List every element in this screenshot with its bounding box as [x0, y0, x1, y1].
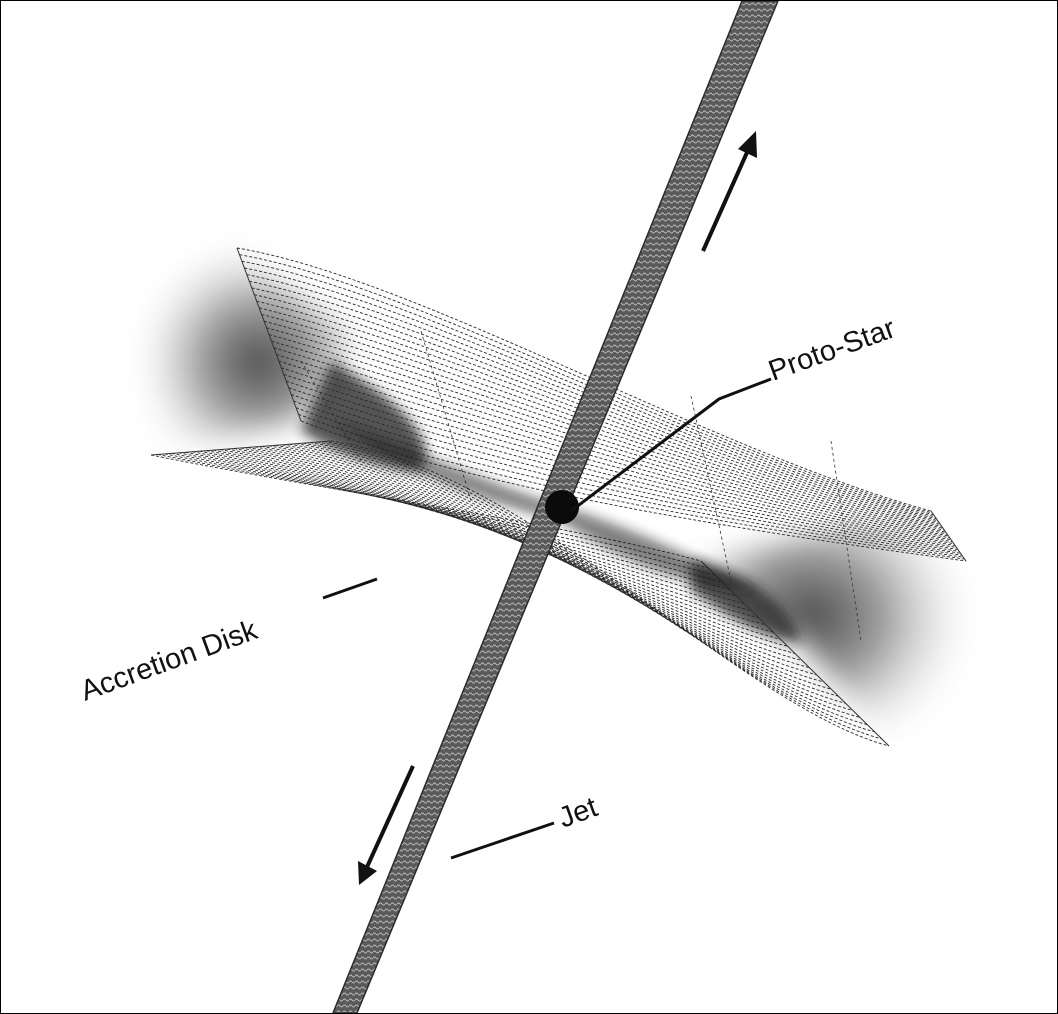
disk-lower-wire-line — [213, 450, 766, 625]
accretion-disk-leader-line — [323, 579, 377, 598]
jet-leader-line — [451, 823, 554, 858]
disk-lower-wire-line — [220, 450, 773, 633]
accretion-disk-label: Accretion Disk — [76, 614, 262, 708]
proto-star-label: Proto-Star — [764, 312, 899, 387]
jet-label: Jet — [554, 791, 601, 834]
